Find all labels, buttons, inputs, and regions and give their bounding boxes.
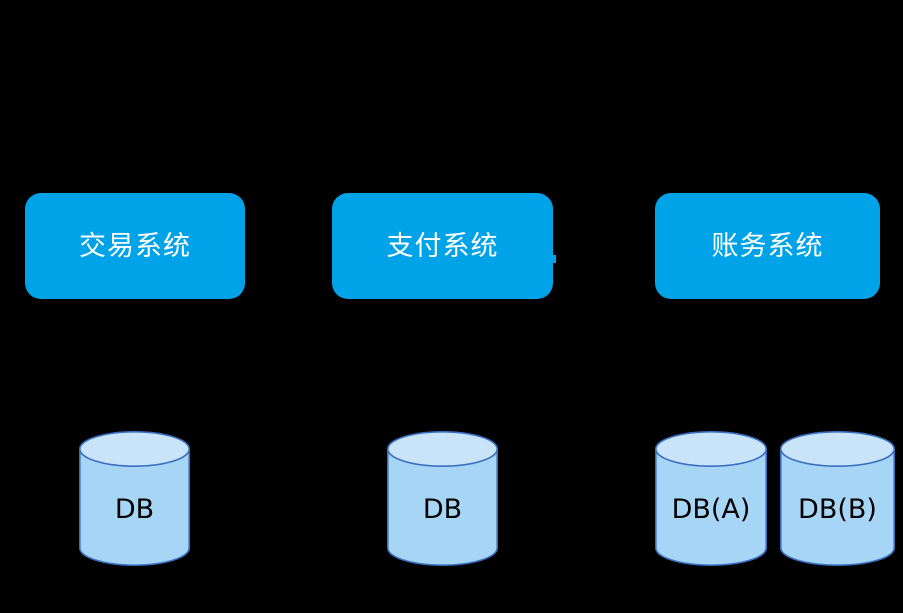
service-box-label: 交易系统 [79, 230, 191, 262]
service-box-label: 账务系统 [711, 230, 824, 262]
cylinder-icon [78, 430, 191, 566]
service-box-accounting[interactable]: 账务系统 [655, 193, 880, 299]
box-edge-notch [551, 255, 556, 263]
database-cylinder-payment[interactable]: DB [386, 430, 499, 566]
cylinder-icon [654, 430, 768, 566]
database-label: DB [114, 494, 155, 525]
cylinder-icon [779, 430, 896, 566]
service-box-payment[interactable]: 支付系统 [332, 193, 556, 299]
service-box-trading[interactable]: 交易系统 [25, 193, 245, 299]
service-box-label: 支付系统 [386, 230, 499, 262]
database-cylinder-accounting-a[interactable]: DB(A) [654, 430, 768, 566]
cylinder-icon [386, 430, 499, 566]
database-cylinder-trading[interactable]: DB [78, 430, 191, 566]
database-cylinder-accounting-b[interactable]: DB(B) [779, 430, 896, 566]
database-label: DB(B) [798, 494, 877, 525]
database-label: DB [422, 494, 463, 525]
database-label: DB(A) [671, 494, 751, 525]
